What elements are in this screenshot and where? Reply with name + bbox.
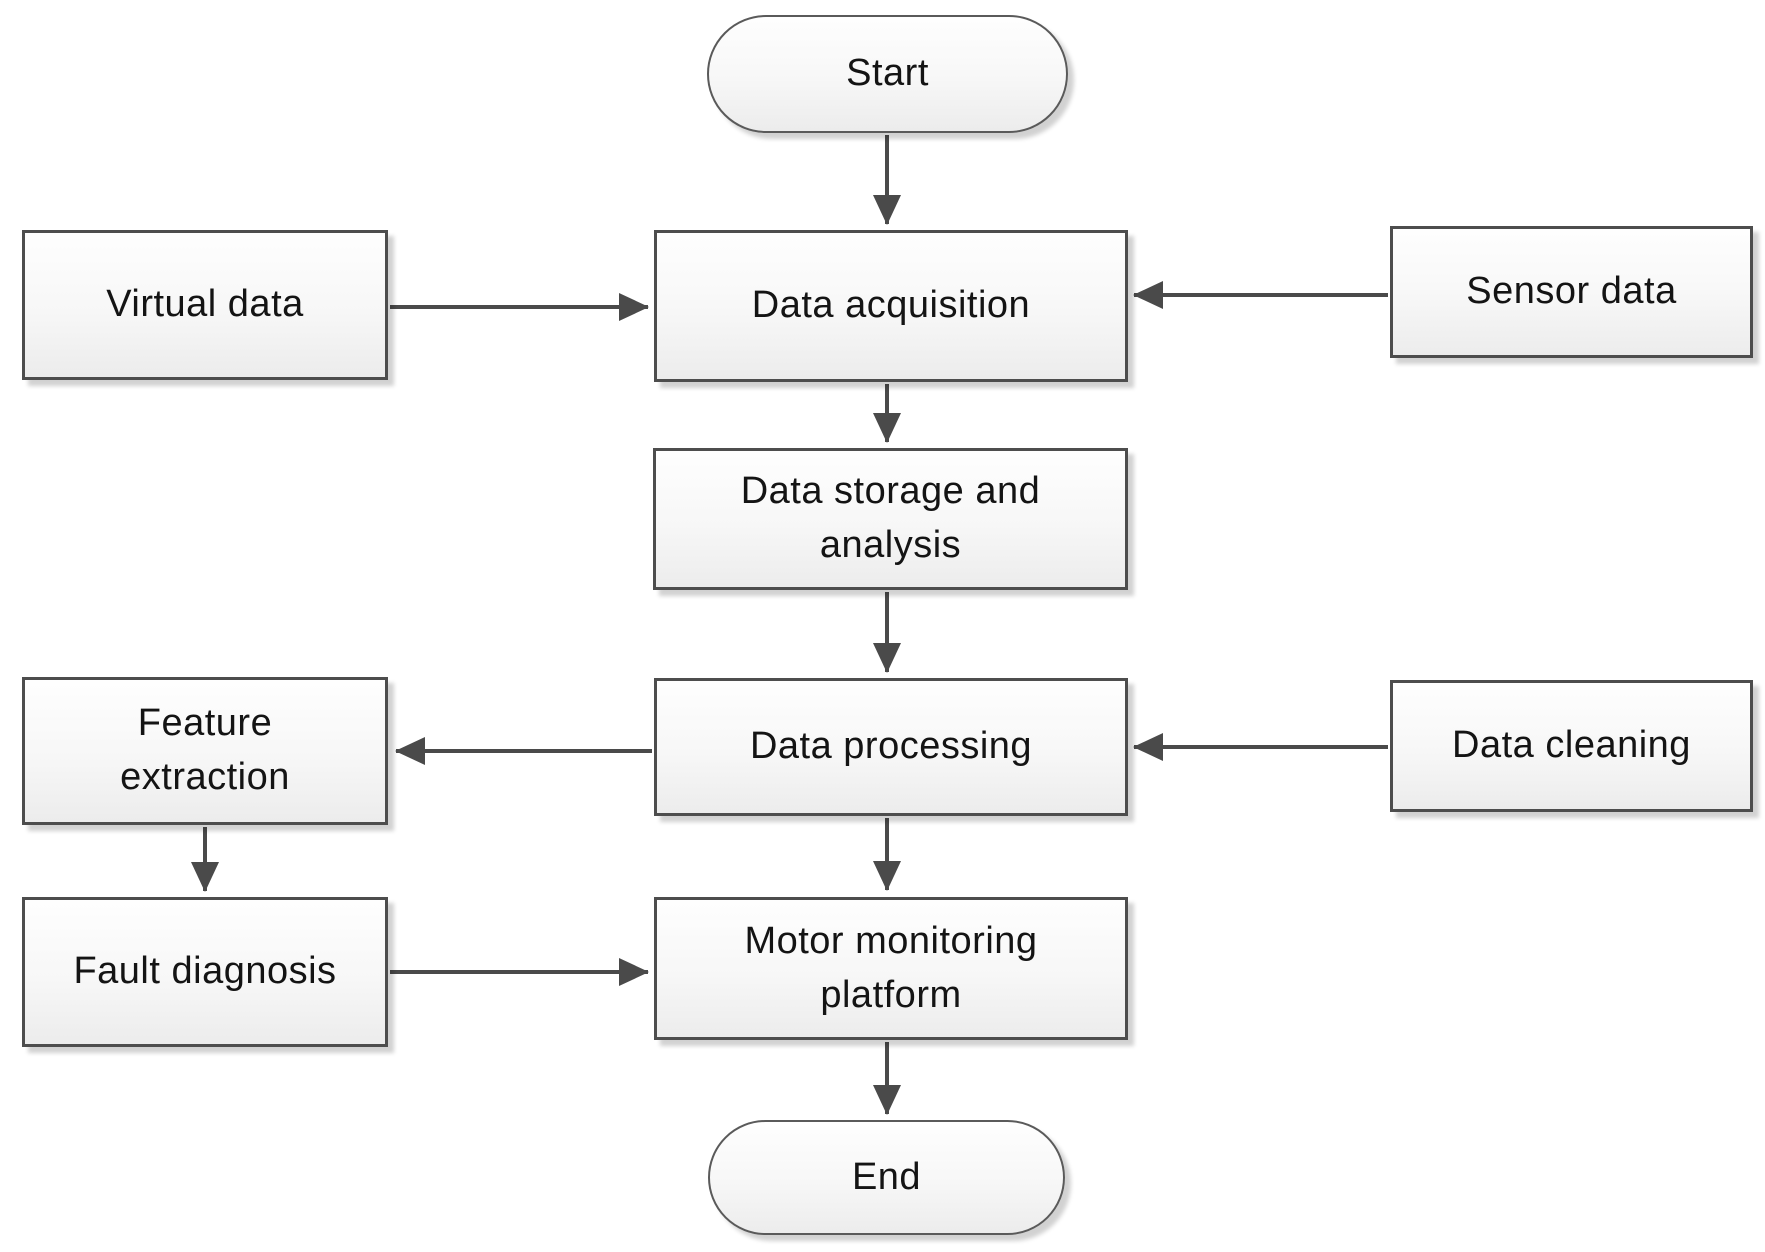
node-fault-diagnosis: Fault diagnosis [22,897,388,1047]
node-data-storage-label: Data storage and analysis [740,470,1041,566]
node-data-storage-and-analysis: Data storage and analysis [653,448,1128,590]
node-data-cleaning-label: Data cleaning [1452,724,1691,767]
node-fault-diagnosis-label: Fault diagnosis [73,950,337,993]
node-motor-platform-label: Motor monitoring platform [744,919,1038,1016]
node-data-acquisition: Data acquisition [654,230,1128,382]
node-data-processing: Data processing [654,678,1128,816]
node-feature-extraction-label: Feature extraction [120,702,290,798]
node-data-processing-label: Data processing [749,725,1033,768]
node-sensor-data: Sensor data [1390,226,1753,358]
node-feature-extraction: Feature extraction [22,677,388,825]
node-data-cleaning: Data cleaning [1390,680,1753,812]
node-start-label: Start [846,52,929,95]
node-virtual-data-label: Virtual data [106,283,304,326]
node-virtual-data: Virtual data [22,230,388,380]
node-sensor-data-label: Sensor data [1466,270,1677,313]
node-end-label: End [851,1155,922,1198]
node-start: Start [707,15,1068,133]
node-motor-monitoring-platform: Motor monitoring platform [654,897,1128,1040]
node-data-acquisition-label: Data acquisition [751,284,1031,327]
node-end: End [708,1120,1065,1235]
